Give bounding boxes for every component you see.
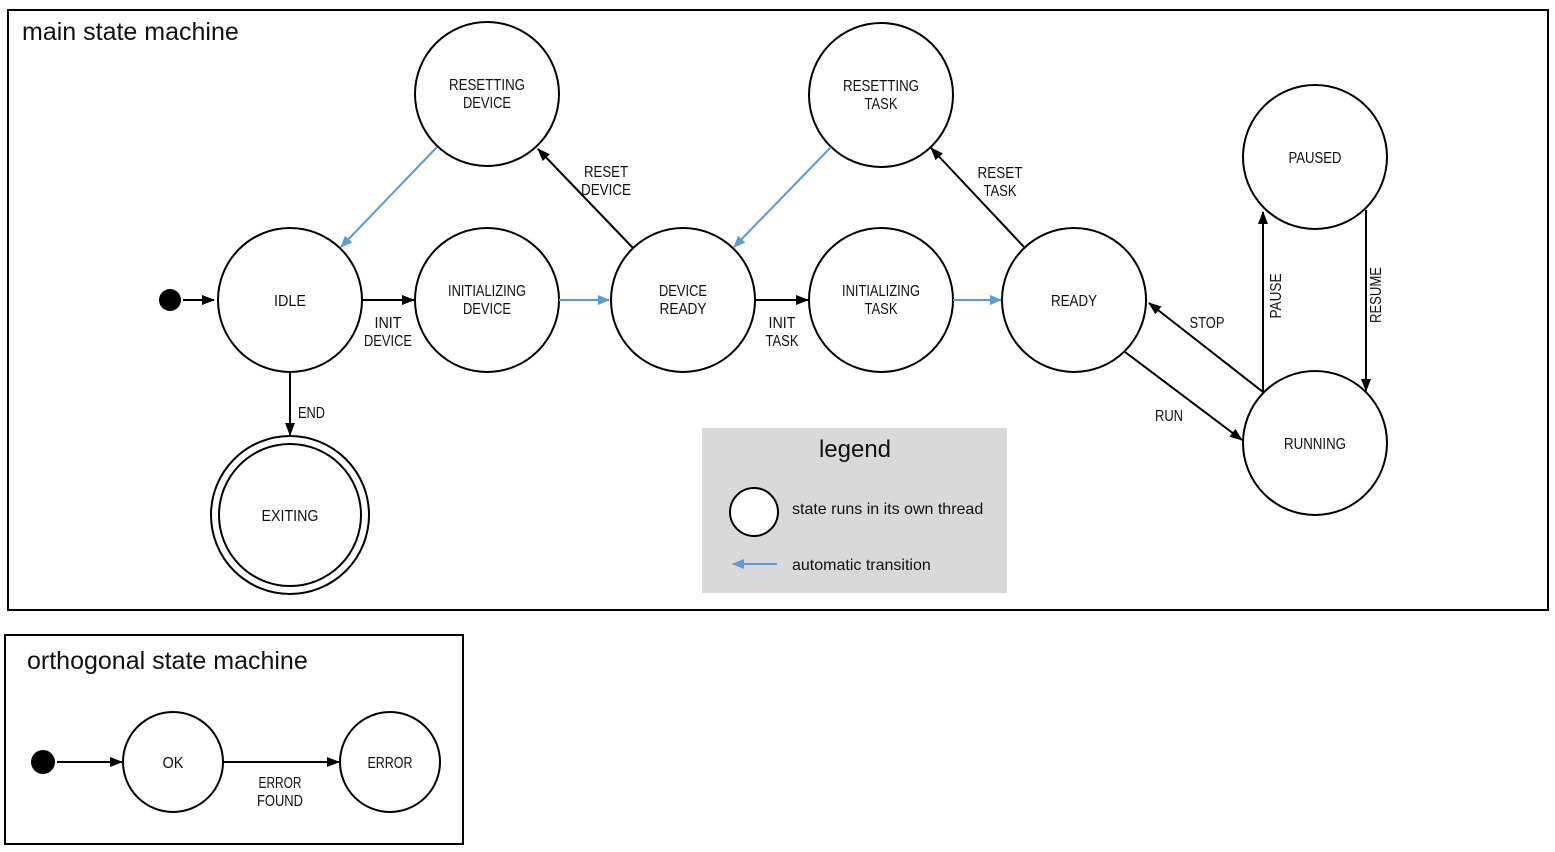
state-resetting-task-label-line1: RESETTING bbox=[843, 78, 919, 95]
main-frame bbox=[7, 9, 1549, 611]
state-device-ready-label-line2: READY bbox=[660, 301, 707, 318]
transition-reset-task-label-line1: RESET bbox=[978, 165, 1023, 182]
transition-stop-label: STOP bbox=[1190, 315, 1225, 332]
transition-resume-label: RESUME bbox=[1368, 267, 1385, 323]
transition-stop-arrow bbox=[1148, 302, 1264, 393]
transition-reset-device-label-line1: RESET bbox=[584, 164, 628, 181]
transition-init-device-label-line1: INIT bbox=[375, 315, 402, 332]
legend-threaded-state-label: state runs in its own thread bbox=[792, 501, 983, 518]
state-device-ready-label-line1: DEVICE bbox=[659, 283, 707, 300]
legend-title: legend bbox=[819, 436, 891, 463]
transition-reset-device-arrow bbox=[537, 148, 634, 249]
orthogonal-frame bbox=[4, 634, 464, 845]
transition-reset-task-arrow bbox=[930, 147, 1026, 249]
transition-init-device-label-line2: DEVICE bbox=[364, 333, 412, 350]
state-resetting-device-label-line1: RESETTING bbox=[449, 77, 525, 94]
state-ready-label: READY bbox=[1051, 293, 1097, 310]
initial-state-dot bbox=[159, 289, 181, 311]
state-initializing-task-circle bbox=[808, 227, 954, 373]
state-idle-label: IDLE bbox=[274, 293, 306, 310]
transition-run-arrow bbox=[1124, 351, 1243, 441]
state-initializing-device-label-line2: DEVICE bbox=[463, 301, 511, 318]
transition-reset-device-label-line2: DEVICE bbox=[581, 182, 631, 199]
orthogonal-title: orthogonal state machine bbox=[27, 647, 308, 675]
transition-init-task-label-line2: TASK bbox=[766, 333, 799, 350]
state-running-circle bbox=[1242, 370, 1388, 516]
state-paused-label: PAUSED bbox=[1289, 150, 1342, 167]
state-ok-label: OK bbox=[163, 755, 184, 772]
state-ready-circle bbox=[1001, 227, 1147, 373]
state-resetting-task-label-line2: TASK bbox=[865, 96, 898, 113]
state-initializing-task-label-line2: TASK bbox=[865, 301, 898, 318]
legend-auto-transition-label: automatic transition bbox=[792, 557, 931, 574]
transition-error-found-label-line2: FOUND bbox=[257, 793, 303, 810]
transition-end-label: END bbox=[298, 405, 325, 422]
auto-transition-resetting-task-to-device-ready bbox=[733, 146, 832, 248]
auto-transition-resetting-device-to-idle bbox=[340, 146, 438, 248]
transition-init-task-label-line1: INIT bbox=[769, 315, 796, 332]
state-exiting-label: EXITING bbox=[262, 508, 319, 525]
state-device-ready-circle bbox=[610, 227, 756, 373]
state-exiting-circle bbox=[218, 443, 362, 587]
transition-pause-label: PAUSE bbox=[1268, 274, 1285, 319]
state-resetting-device-label-line2: DEVICE bbox=[463, 95, 511, 112]
state-resetting-device-circle bbox=[414, 21, 560, 167]
orthogonal-initial-state-dot bbox=[31, 750, 55, 774]
transition-run-label: RUN bbox=[1155, 408, 1183, 425]
state-error-label: ERROR bbox=[368, 755, 413, 772]
state-initializing-task-label-line1: INITIALIZING bbox=[842, 283, 920, 300]
transition-reset-task-label-line2: TASK bbox=[984, 183, 1017, 200]
state-error-circle bbox=[339, 711, 441, 813]
main-title: main state machine bbox=[22, 18, 239, 46]
legend-threaded-state-swatch bbox=[729, 487, 779, 537]
state-running-label: RUNNING bbox=[1284, 436, 1346, 453]
state-resetting-task-circle bbox=[808, 22, 954, 168]
state-initializing-device-circle bbox=[414, 227, 560, 373]
state-initializing-device-label-line1: INITIALIZING bbox=[448, 283, 526, 300]
state-paused-circle bbox=[1242, 84, 1388, 230]
transition-error-found-label-line1: ERROR bbox=[259, 775, 302, 792]
